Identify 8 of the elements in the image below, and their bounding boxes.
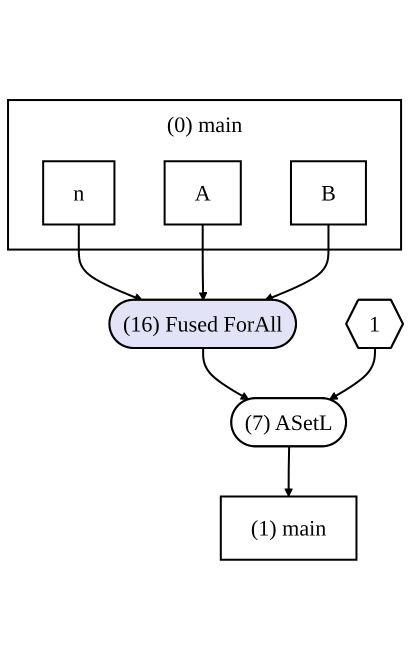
node-box: (1) main	[220, 495, 358, 560]
arrow	[202, 348, 250, 400]
arrow	[284, 446, 294, 496]
node-box: B	[290, 160, 367, 226]
arrow	[329, 348, 376, 400]
arrow	[198, 224, 208, 300]
node-box: n	[42, 160, 116, 226]
node-box: A	[164, 160, 242, 226]
